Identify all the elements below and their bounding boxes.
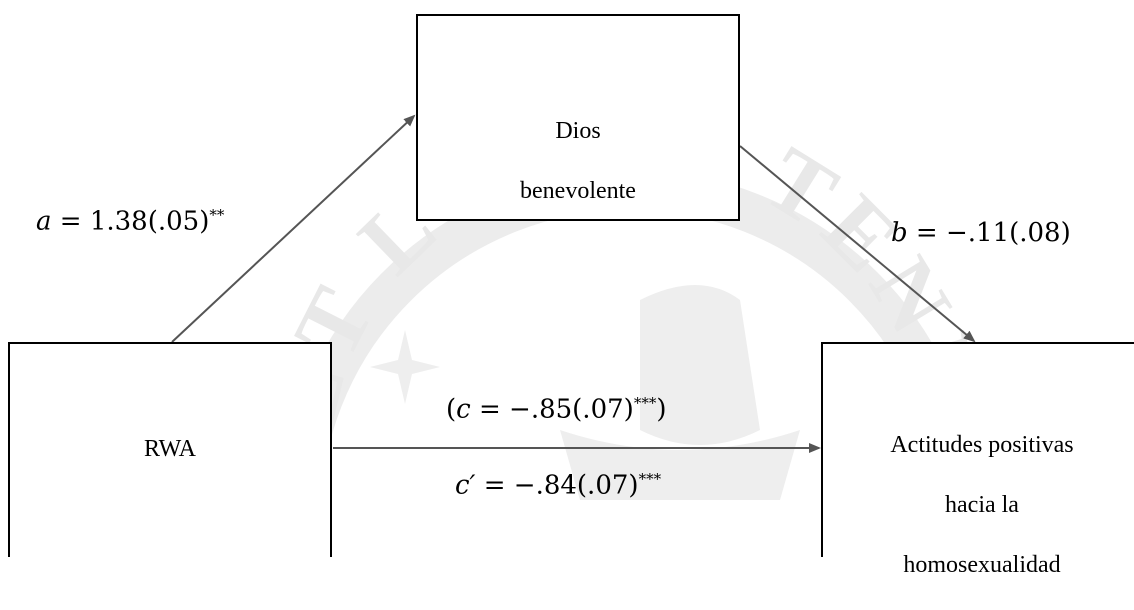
path-c-prime-symbol: c′ bbox=[455, 470, 476, 501]
outcome-label-line2: hacia la bbox=[945, 492, 1019, 518]
path-arrows bbox=[171, 114, 976, 453]
path-b-label: b = −.11(.08) bbox=[891, 218, 1071, 248]
mediator-label-line2: benevolente bbox=[520, 178, 636, 204]
arrow-b bbox=[739, 145, 976, 343]
path-a-label: a = 1.38(.05)** bbox=[36, 206, 224, 237]
path-c-estimate: = −.85(.07) bbox=[470, 394, 634, 425]
path-c-prime-label: c′ = −.84(.07)*** bbox=[455, 470, 661, 501]
path-b-estimate: = −.11(.08) bbox=[907, 218, 1071, 248]
path-c-significance: *** bbox=[633, 394, 657, 412]
mediation-diagram: ET LUX IN TENEBRIS LUCET Dios benevolent… bbox=[0, 0, 1134, 578]
predictor-label: RWA bbox=[143, 436, 196, 462]
path-c-symbol: c bbox=[456, 394, 471, 425]
path-c-close-paren: ) bbox=[656, 394, 667, 425]
path-c-open-paren: ( bbox=[446, 394, 457, 425]
path-a-estimate: = 1.38(.05) bbox=[51, 206, 210, 237]
predictor-box: RWA bbox=[8, 342, 332, 557]
outcome-box: Actitudes positivas hacia la homosexuali… bbox=[821, 342, 1134, 578]
path-a-significance: ** bbox=[209, 206, 225, 224]
mediator-label-line1: Dios bbox=[555, 118, 601, 144]
path-c-prime-significance: *** bbox=[638, 470, 662, 488]
path-c-prime-estimate: = −.84(.07) bbox=[475, 470, 639, 501]
outcome-label-line3: homosexualidad bbox=[903, 552, 1061, 578]
arrow-a bbox=[171, 114, 416, 343]
mediator-box: Dios benevolente bbox=[416, 14, 740, 221]
path-b-symbol: b bbox=[891, 218, 908, 248]
path-a-symbol: a bbox=[36, 206, 52, 237]
outcome-label-line1: Actitudes positivas bbox=[890, 432, 1074, 458]
path-c-total-label: (c = −.85(.07)***) bbox=[446, 394, 666, 425]
